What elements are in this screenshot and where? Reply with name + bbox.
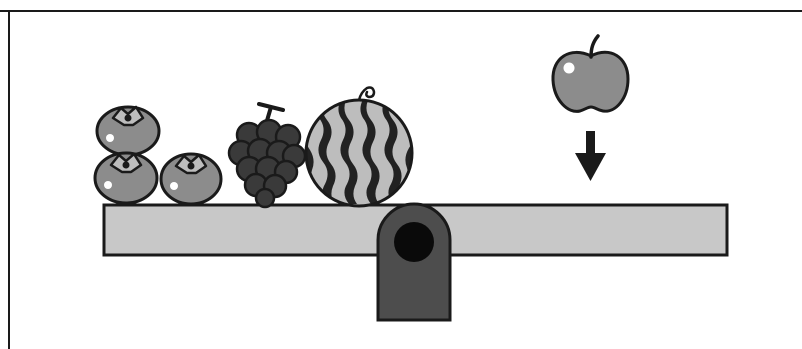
grapes-icon (227, 102, 307, 209)
persimmon-icon (95, 105, 161, 157)
seesaw-fulcrum (376, 202, 452, 322)
frame (0, 10, 802, 349)
pivot-pin (394, 222, 434, 262)
persimmon-icon (93, 151, 159, 205)
arrow-down-icon (575, 131, 606, 181)
persimmon-icon (159, 152, 223, 206)
watermelon-icon (304, 86, 414, 208)
apple-icon (551, 34, 630, 113)
